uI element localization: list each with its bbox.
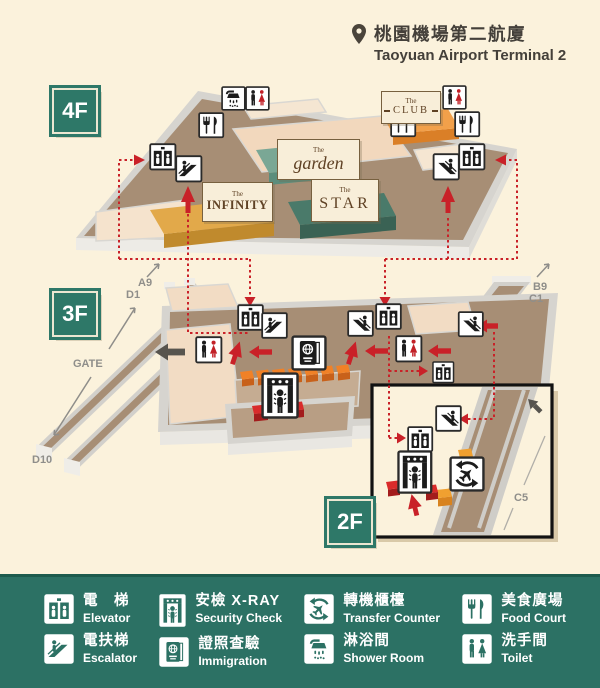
escalator-icon: [432, 153, 460, 181]
venue-sign-garden: The garden: [277, 139, 360, 180]
toilet-icon: [395, 335, 423, 363]
floor-label-2f: 2F: [324, 496, 376, 548]
gate-label-a9: A9: [138, 277, 152, 289]
food-court-icon: [454, 111, 481, 138]
toilet-icon: [195, 336, 223, 364]
food-court-icon: [198, 112, 225, 139]
security-check-icon: [261, 372, 299, 419]
exit-arrow-gray: [155, 343, 185, 361]
elevator-icon: [458, 143, 486, 171]
shower-icon: [221, 86, 246, 111]
security-check-icon: [397, 450, 433, 494]
security-check-icon: [159, 594, 186, 627]
escalator-icon: [44, 634, 74, 664]
escalator-icon: [435, 405, 462, 432]
elevator-icon: [432, 361, 455, 384]
venue-sign-club: The CLUB: [381, 91, 441, 124]
terminal-title-en: Taoyuan Airport Terminal 2: [374, 46, 567, 64]
immigration-icon: [291, 335, 327, 371]
gate-labels: A9 D1 GATE D10 B9 C1: [32, 277, 547, 466]
shower-icon: [304, 634, 335, 664]
escalator-icon: [261, 312, 288, 339]
toilet-icon: [245, 86, 270, 111]
location-pin-icon: [352, 24, 366, 44]
club-block-side: [393, 128, 459, 145]
escalator-icon: [347, 310, 374, 337]
flow-arrows: [181, 186, 498, 517]
gate-label-c1: C1: [529, 293, 543, 305]
transfer-route-dashes: [118, 159, 518, 439]
terminal-title-zh: 桃園機場第二航廈: [374, 24, 526, 44]
venue-sign-star: The STAR: [311, 179, 379, 222]
corridor-direction-arrow: [528, 399, 543, 414]
gate-label-d1: D1: [126, 289, 140, 301]
elevator-icon: [375, 303, 402, 330]
elevator-icon: [237, 304, 264, 331]
venue-sign-infinity: The INFINITY: [202, 182, 273, 222]
infinity-block-side: [164, 222, 274, 248]
escalator-icon: [175, 155, 203, 183]
gate-label-c5: C5: [514, 492, 528, 504]
transfer-counter-icon: [304, 594, 335, 624]
transfer-counter-icon: [449, 456, 485, 492]
elevator-icon: [407, 426, 434, 453]
elevator-icon: [149, 143, 177, 171]
route-arrowheads: [134, 154, 506, 444]
immigration-icon: [159, 637, 190, 667]
gate-label-b9: B9: [533, 281, 547, 293]
gate-direction-lines: [53, 263, 550, 436]
gate-label-gate: GATE: [73, 358, 103, 370]
toilet-icon: [442, 85, 467, 110]
map-svg: C5: [32, 85, 558, 542]
escalator-icon: [457, 311, 484, 338]
floor-label-4f: 4F: [49, 85, 101, 137]
gate-label-d10: D10: [32, 454, 52, 466]
elevator-icon: [44, 594, 74, 624]
food-court-icon: [462, 594, 493, 624]
floor-label-3f: 3F: [49, 288, 101, 340]
map-header: 桃園機場第二航廈 Taoyuan Airport Terminal 2: [352, 24, 566, 65]
toilet-icon: [462, 634, 493, 664]
